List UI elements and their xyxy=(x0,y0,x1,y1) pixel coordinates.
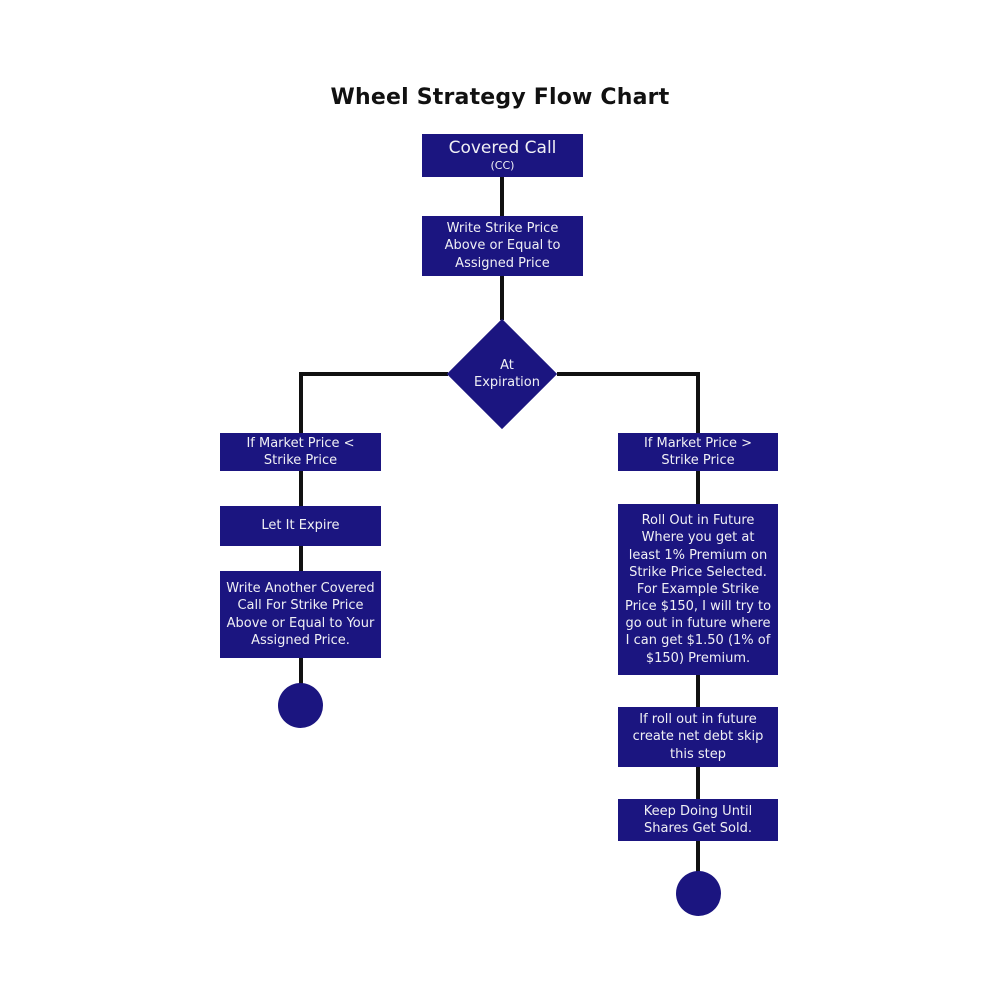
node-covered-call-label: Covered Call xyxy=(448,138,557,159)
node-keep-doing[interactable]: Keep Doing Until Shares Get Sold. xyxy=(618,799,778,841)
node-let-it-expire-label: Let It Expire xyxy=(261,518,340,534)
node-write-another-covered-call-label: Write Another Covered Call For Strike Pr… xyxy=(226,581,375,648)
node-market-below-strike[interactable]: If Market Price < Strike Price xyxy=(220,433,381,471)
node-covered-call-sublabel: (CC) xyxy=(490,159,515,173)
node-write-strike-price-label: Write Strike Price Above or Equal to Ass… xyxy=(444,221,561,271)
node-at-expiration-label: At Expiration xyxy=(474,357,540,390)
node-market-above-strike[interactable]: If Market Price > Strike Price xyxy=(618,433,778,471)
node-left-terminator[interactable] xyxy=(278,683,323,728)
node-at-expiration[interactable]: At Expiration xyxy=(446,318,558,430)
node-right-terminator[interactable] xyxy=(676,871,721,916)
node-market-below-strike-label: If Market Price < Strike Price xyxy=(246,435,355,468)
edge-expiration-to-right-branch xyxy=(557,372,700,433)
node-write-another-covered-call[interactable]: Write Another Covered Call For Strike Pr… xyxy=(220,571,381,658)
node-covered-call[interactable]: Covered Call (CC) xyxy=(422,134,583,177)
node-keep-doing-label: Keep Doing Until Shares Get Sold. xyxy=(643,803,753,836)
page-title: Wheel Strategy Flow Chart xyxy=(330,85,670,110)
node-roll-out-in-future-label: Roll Out in Future Where you get at leas… xyxy=(624,513,772,666)
node-net-debt-skip-label: If roll out in future create net debt sk… xyxy=(632,712,764,762)
node-market-above-strike-label: If Market Price > Strike Price xyxy=(643,435,753,468)
node-write-strike-price[interactable]: Write Strike Price Above or Equal to Ass… xyxy=(422,216,583,276)
node-roll-out-in-future[interactable]: Roll Out in Future Where you get at leas… xyxy=(618,504,778,675)
node-let-it-expire[interactable]: Let It Expire xyxy=(220,506,381,546)
node-net-debt-skip[interactable]: If roll out in future create net debt sk… xyxy=(618,707,778,767)
edge-expiration-to-left-branch xyxy=(299,372,448,433)
